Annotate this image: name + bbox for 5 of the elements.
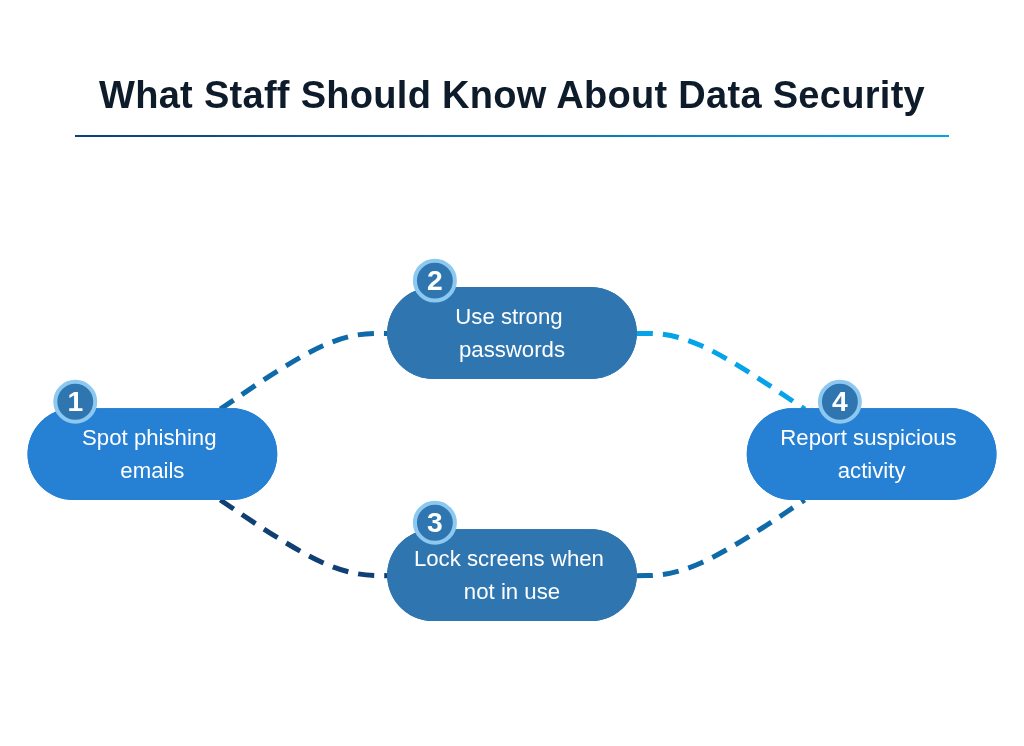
node-circle: 1 [53,379,98,424]
node-circle: 4 [817,379,862,424]
title: What Staff Should Know About Data Security [98,74,926,117]
node-circle: 2 [412,258,457,303]
node-circle: 3 [412,500,457,545]
